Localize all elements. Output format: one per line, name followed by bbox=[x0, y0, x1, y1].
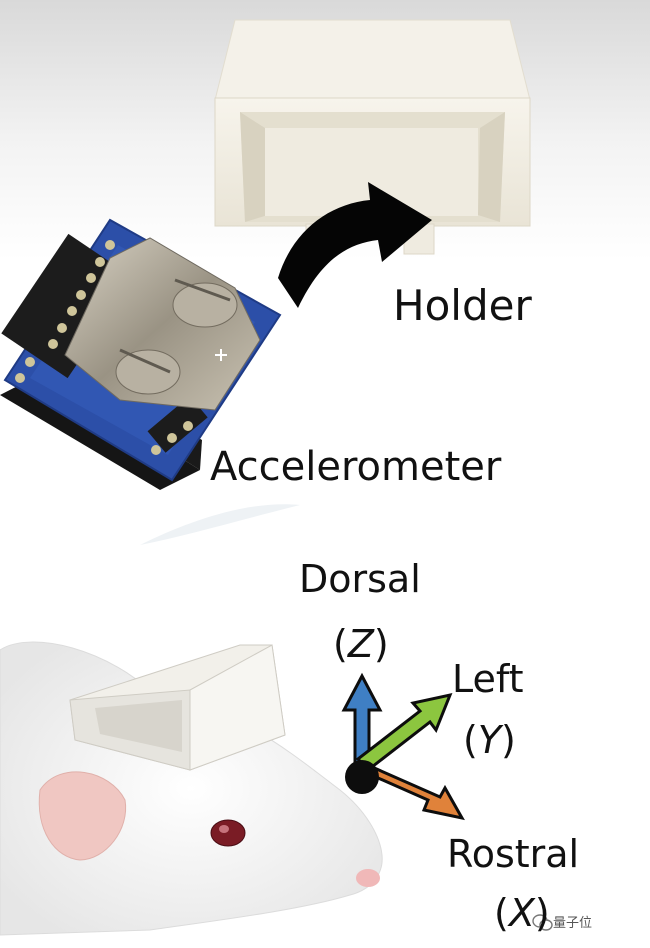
pin-header-left bbox=[1, 233, 135, 383]
accelerometer-label: Accelerometer bbox=[210, 444, 502, 490]
mounted-holder bbox=[69, 644, 286, 771]
left-label: Left bbox=[452, 657, 524, 701]
rat-eye bbox=[210, 819, 246, 847]
reflection-swoosh bbox=[140, 504, 300, 545]
left-arrow-icon bbox=[355, 692, 453, 773]
wechat-icon bbox=[532, 914, 553, 931]
rostral-axis-letter: X bbox=[508, 891, 535, 935]
left-axis-label: (Y) bbox=[463, 718, 516, 762]
holder-label: Holder bbox=[393, 281, 532, 330]
left-axis-letter: Y bbox=[477, 718, 502, 762]
dorsal-label: Dorsal bbox=[299, 557, 421, 601]
battery-holder bbox=[64, 237, 261, 411]
accelerometer-board bbox=[0, 218, 282, 490]
axis-origin bbox=[345, 760, 379, 794]
rostral-label: Rostral bbox=[447, 832, 580, 876]
axis-diagram bbox=[341, 672, 465, 821]
dorsal-axis-label: (Z) bbox=[333, 622, 389, 666]
pin-header-bottom bbox=[147, 395, 208, 455]
rat-nose bbox=[356, 869, 380, 887]
rostral-arrow-icon bbox=[355, 765, 465, 821]
watermark-text: 量子位 bbox=[553, 916, 593, 931]
dorsal-axis-letter: Z bbox=[347, 622, 374, 666]
curved-arrow-icon bbox=[278, 182, 432, 308]
rostral-axis-label: (X) bbox=[494, 891, 550, 935]
rat-ear bbox=[38, 771, 127, 861]
